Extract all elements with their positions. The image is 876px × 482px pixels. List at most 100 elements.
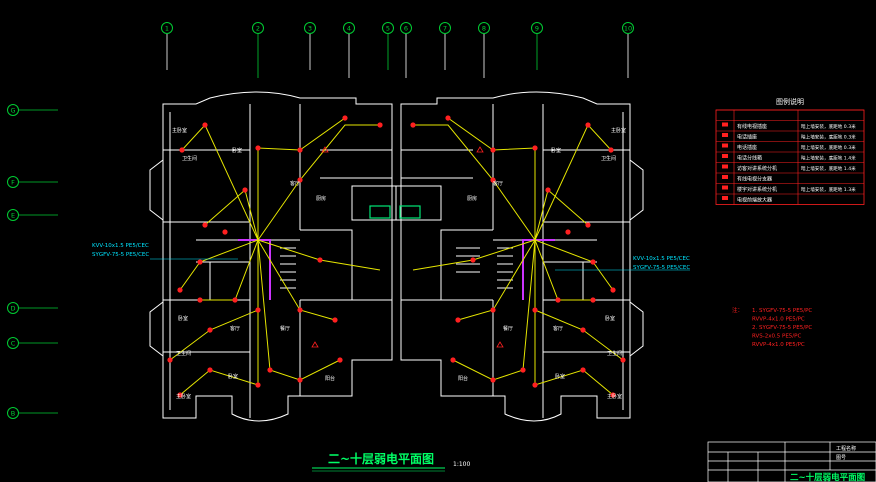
notes-head: 注： bbox=[732, 306, 743, 314]
legend-symbol bbox=[722, 196, 728, 200]
room-label: 卫生间 bbox=[601, 155, 616, 162]
legend-name: 电话分线箱 bbox=[737, 155, 762, 162]
legend-symbol bbox=[722, 133, 728, 137]
outlet-symbol bbox=[255, 382, 261, 388]
outlet-symbol bbox=[267, 367, 273, 373]
axis-label: C bbox=[11, 340, 16, 348]
outlet-symbol bbox=[470, 257, 476, 263]
outlet-symbol bbox=[490, 307, 496, 313]
outlet-symbol bbox=[555, 297, 561, 303]
room-label: 客厅 bbox=[493, 180, 503, 187]
outlet-symbol bbox=[255, 307, 261, 313]
legend-symbol bbox=[722, 164, 728, 169]
legend-note: 暗上墙安装，底距地 1.4米 bbox=[801, 155, 856, 162]
room-labels: 主卧室主卧室卧室卧室客厅客厅厨房厨房卫生间卫生间卧室卧室客厅客厅餐厅餐厅卫生间卫… bbox=[172, 127, 626, 400]
core-fixtures bbox=[369, 205, 421, 219]
junction-symbol bbox=[476, 146, 484, 153]
axis-bubble-3: 3 bbox=[304, 22, 316, 70]
room-label: 卧室 bbox=[178, 315, 188, 322]
sheet-title-block: 工程名称 图号 二~十层弱电平面图 bbox=[707, 441, 876, 482]
room-label: 卫生间 bbox=[176, 350, 191, 357]
outlet-symbol bbox=[177, 287, 183, 293]
outlet-symbol bbox=[197, 297, 203, 303]
riser-lines bbox=[238, 239, 555, 300]
note-line: 1. SYGFV-75-5 PE5/PC bbox=[752, 308, 812, 314]
legend-table: 图例说明 有线电视插座暗上墙安装，底距地 0.3米电话插座暗上墙安装，底距地 0… bbox=[715, 97, 865, 205]
outlet-symbol bbox=[202, 222, 208, 228]
outlet-symbol bbox=[490, 147, 496, 153]
legend-name: 有线电视插座 bbox=[737, 123, 767, 130]
axis-bubble-D: D bbox=[7, 302, 58, 314]
wire-run bbox=[447, 117, 536, 240]
cable-label-left: KVV-10x1.5 PE5/CEC SYGFV-75-5 PE5/CEC bbox=[92, 243, 238, 260]
drawing-scale: 1:100 bbox=[453, 461, 470, 468]
drawing-title: 二~十层弱电平面图 bbox=[328, 451, 434, 466]
axis-label: 4 bbox=[347, 25, 351, 33]
legend-note: 暗上墙安装，底距地 1.4米 bbox=[801, 165, 856, 172]
outlet-symbol bbox=[610, 392, 616, 398]
outlet-symbol bbox=[565, 229, 571, 235]
outlet-symbol bbox=[610, 287, 616, 293]
room-label: 客厅 bbox=[290, 180, 300, 187]
legend-name: 电视前端放大器 bbox=[737, 197, 772, 204]
room-label: 卫生间 bbox=[607, 350, 622, 357]
wire-run bbox=[257, 124, 380, 241]
title-block-drawing-no: 图号 bbox=[836, 455, 846, 461]
axis-bubble-B: B bbox=[7, 407, 58, 419]
outlet-symbol bbox=[207, 367, 213, 373]
outlet-symbol bbox=[297, 147, 303, 153]
junction-symbol bbox=[496, 341, 504, 348]
outlet-symbol bbox=[410, 122, 416, 128]
axis-bubble-E: E bbox=[7, 209, 58, 221]
outlet-symbol bbox=[179, 147, 185, 153]
outlet-symbol bbox=[520, 367, 526, 373]
axis-label: 3 bbox=[308, 25, 312, 33]
legend-note: 暗上墙安装，底距地 1.3米 bbox=[801, 186, 856, 193]
note-line: RVVP-4x1.0 PE5/PC bbox=[752, 342, 805, 348]
wire-run bbox=[452, 239, 536, 381]
cable-label-right-2: SYGFV-75-5 PE5/CEC bbox=[633, 265, 690, 271]
room-label: 卫生间 bbox=[182, 155, 197, 162]
room-label: 卧室 bbox=[605, 315, 615, 322]
outlet-symbol bbox=[580, 367, 586, 373]
outlet-symbol bbox=[450, 357, 456, 363]
outlet-symbol bbox=[202, 122, 208, 128]
axis-bubble-2: 2 bbox=[252, 22, 264, 78]
title-block-sheet-title: 二~十层弱电平面图 bbox=[790, 472, 865, 482]
axis-bubble-5: 5 bbox=[382, 22, 394, 70]
axis-label: 6 bbox=[404, 25, 408, 33]
axis-label: B bbox=[11, 410, 15, 418]
room-label: 卧室 bbox=[232, 147, 242, 154]
room-label: 客厅 bbox=[553, 325, 563, 332]
outlet-symbol bbox=[332, 317, 338, 323]
wire-run bbox=[257, 117, 346, 240]
note-line: 2. SYGFV-75-5 PE5/PC bbox=[752, 325, 812, 331]
legend-note: 暗上墙安装，底距地 0.3米 bbox=[801, 144, 856, 151]
outlet-symbol bbox=[590, 297, 596, 303]
junction-symbol bbox=[321, 146, 329, 153]
axis-bubble-6: 6 bbox=[400, 22, 412, 78]
title-block-project: 工程名称 bbox=[836, 445, 856, 452]
outlet-symbol bbox=[297, 377, 303, 383]
cable-label-left-1: KVV-10x1.5 PE5/CEC bbox=[92, 243, 149, 249]
outlet-symbol bbox=[297, 177, 303, 183]
cable-label-right-1: KVV-10x1.5 PE5/CEC bbox=[633, 256, 690, 262]
design-notes: 注： 1. SYGFV-75-5 PE5/PC RVVP-4x1.0 PE5/P… bbox=[732, 306, 812, 348]
outlet-symbol bbox=[532, 307, 538, 313]
axis-label: E bbox=[11, 212, 15, 220]
room-label: 主卧室 bbox=[607, 393, 622, 400]
room-label: 阳台 bbox=[325, 375, 335, 382]
outlet-symbol bbox=[177, 392, 183, 398]
outlet-symbol bbox=[232, 297, 238, 303]
legend-symbol bbox=[722, 175, 728, 179]
legend-symbol bbox=[722, 154, 728, 158]
room-label: 卧室 bbox=[551, 147, 561, 154]
room-label: 阳台 bbox=[458, 375, 468, 382]
room-label: 餐厅 bbox=[503, 325, 513, 332]
device-symbols bbox=[167, 115, 626, 398]
axis-bubble-7: 7 bbox=[439, 22, 451, 70]
outlet-symbol bbox=[580, 327, 586, 333]
outlet-symbol bbox=[342, 115, 348, 121]
